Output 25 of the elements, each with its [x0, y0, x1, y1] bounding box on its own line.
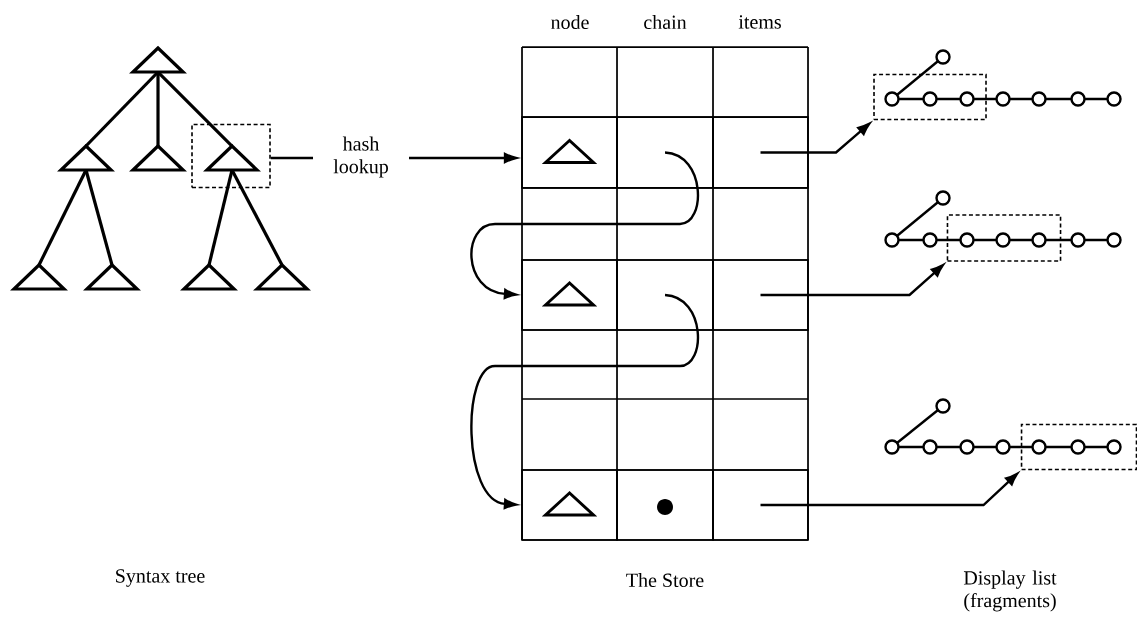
table-cell	[712, 259, 809, 331]
fragment-box	[946, 214, 1062, 262]
column-header: node	[551, 15, 589, 30]
table-cell	[616, 259, 714, 331]
column-header: items	[738, 15, 781, 29]
table-cell	[712, 469, 809, 541]
column-header: chain	[644, 15, 687, 30]
caption: Syntax tree	[116, 569, 205, 587]
edge-label: hash lookup	[313, 135, 409, 179]
table-cell	[616, 116, 714, 189]
table-cell	[521, 469, 618, 541]
caption: Display list (fragments)	[963, 570, 1057, 612]
fragment-box	[1020, 423, 1137, 471]
arrow	[760, 122, 871, 154]
table-cell	[521, 259, 618, 331]
arrow	[470, 151, 700, 300]
arrow	[760, 264, 944, 297]
table-cell	[616, 469, 714, 541]
arrow	[470, 293, 700, 510]
selection-box	[191, 123, 271, 189]
fragment-box	[873, 73, 987, 121]
arrow	[760, 472, 1019, 507]
table-cell	[712, 116, 809, 189]
caption: The Store	[626, 573, 704, 588]
table-cell	[521, 116, 618, 189]
